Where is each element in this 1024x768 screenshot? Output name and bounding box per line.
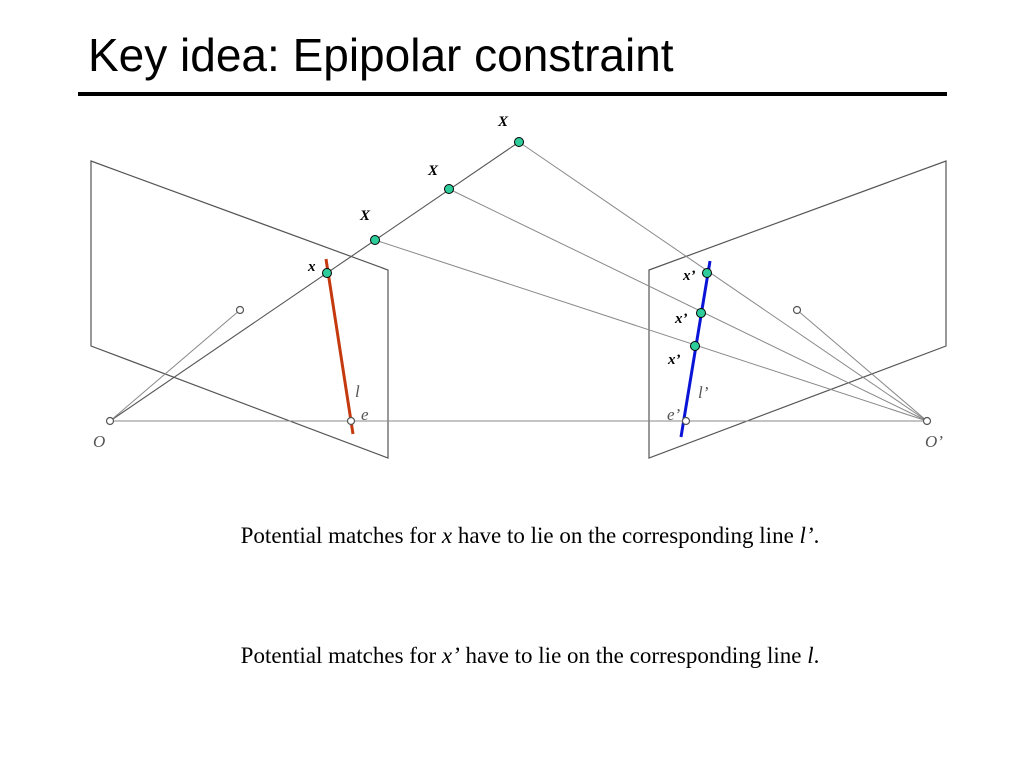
ray-X2-to-Op bbox=[448, 188, 928, 422]
title-divider bbox=[78, 92, 947, 96]
slide-title: Key idea: Epipolar constraint bbox=[88, 29, 674, 81]
epipolar-line-l bbox=[324, 258, 355, 435]
ray-X3-to-Op bbox=[518, 141, 928, 422]
caption-1-suffix: . bbox=[813, 523, 820, 548]
image-point-x-prime-2 bbox=[696, 308, 706, 318]
label-O: O bbox=[93, 432, 105, 451]
label-X-1: X bbox=[359, 208, 371, 224]
label-e: e bbox=[361, 405, 369, 424]
right-image-plane bbox=[648, 160, 947, 459]
point-X-1 bbox=[370, 235, 380, 245]
caption-2-prefix: Potential matches for bbox=[240, 643, 442, 668]
epipole-e-prime bbox=[681, 416, 691, 426]
ray-X1-to-Op bbox=[374, 239, 928, 422]
caption-1-middle: have to lie on the corresponding line bbox=[452, 523, 800, 548]
caption-2-var: x’ bbox=[441, 643, 460, 668]
label-O-prime: O’ bbox=[925, 432, 943, 451]
caption-2-middle: have to lie on the corresponding line bbox=[459, 643, 808, 668]
caption-1-prefix: Potential matches for bbox=[240, 523, 442, 548]
label-x-prime-1: x’ bbox=[682, 268, 696, 284]
epipole-e bbox=[346, 416, 356, 426]
left-image-plane bbox=[90, 160, 389, 459]
left-ray-to-dot bbox=[109, 309, 241, 422]
caption-line-1: Potential matches for x have to lie on t… bbox=[0, 523, 1024, 549]
image-point-x-prime-1 bbox=[702, 268, 712, 278]
caption-1-line: l’ bbox=[799, 523, 814, 548]
label-X-3: X bbox=[497, 114, 509, 130]
image-point-x-prime-3 bbox=[690, 341, 700, 351]
label-l: l bbox=[355, 382, 360, 401]
label-x: x bbox=[307, 259, 316, 275]
ray-Op-to-dot bbox=[796, 309, 928, 422]
camera-center-O bbox=[105, 416, 115, 426]
label-e-prime: e’ bbox=[667, 405, 681, 424]
left-image-center-dot bbox=[235, 305, 245, 315]
camera-center-O-prime bbox=[922, 416, 932, 426]
left-ray bbox=[109, 141, 520, 422]
image-point-x bbox=[322, 268, 332, 278]
caption-2-suffix: . bbox=[813, 643, 820, 668]
caption-line-2: Potential matches for x’ have to lie on … bbox=[0, 643, 1024, 669]
point-X-3 bbox=[514, 137, 524, 147]
right-image-center-dot bbox=[792, 305, 802, 315]
label-l-prime: l’ bbox=[698, 383, 709, 402]
label-X-2: X bbox=[427, 163, 439, 179]
label-x-prime-3: x’ bbox=[667, 352, 681, 368]
point-X-2 bbox=[444, 184, 454, 194]
label-x-prime-2: x’ bbox=[674, 311, 688, 327]
caption-2-line: l bbox=[807, 643, 814, 668]
caption-1-var: x bbox=[441, 523, 453, 548]
